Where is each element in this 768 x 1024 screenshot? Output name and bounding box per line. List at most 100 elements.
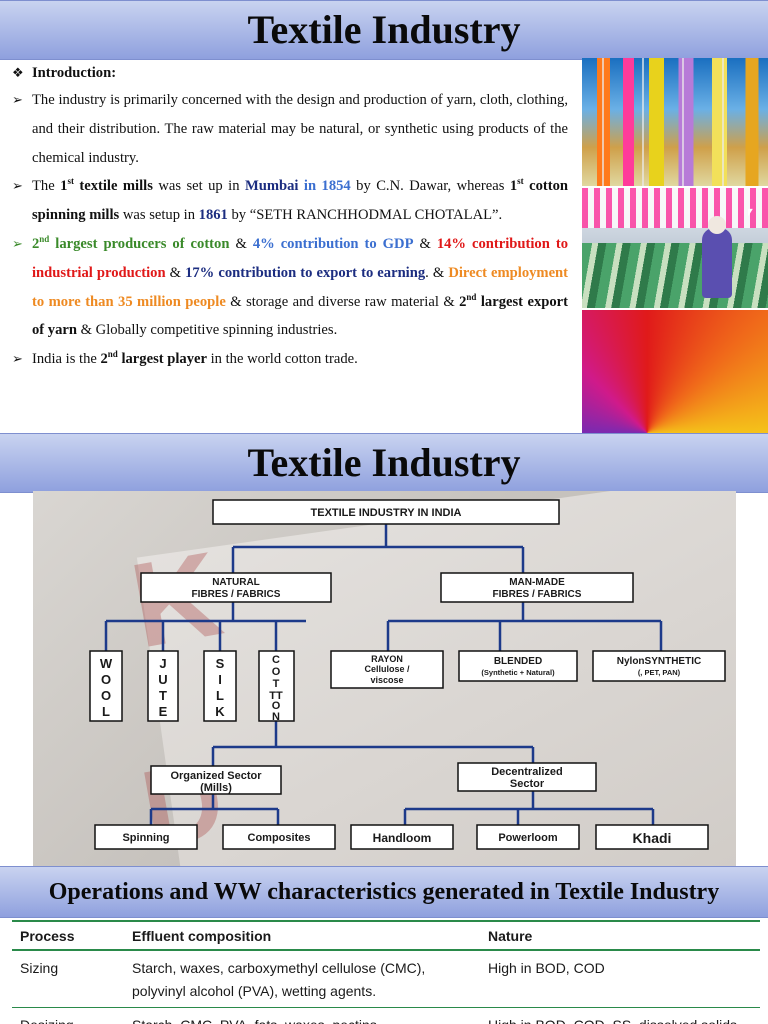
spinning-box <box>94 824 198 850</box>
export-contribution-text: 17% contribution to export to earning <box>185 264 426 281</box>
slide-title: Textile Industry <box>247 7 521 52</box>
industrial-contribution-text: 14% contribution to industrial productio… <box>32 235 568 281</box>
text-run: cotton spinning mills <box>32 178 569 224</box>
text-run: 2 <box>459 293 467 310</box>
manmade-label-line2: FIBRES / FABRICS <box>493 589 582 600</box>
intro-heading-row: ❖ Introduction: <box>12 60 568 86</box>
slide-title: Operations and WW characteristics genera… <box>48 879 720 905</box>
superscript: st <box>517 176 524 187</box>
khadi-box <box>595 824 709 850</box>
jute-letter: U <box>158 672 167 687</box>
text-run: & <box>413 235 437 252</box>
powerloom-label: Powerloom <box>498 832 558 844</box>
wool-letter: O <box>101 672 111 687</box>
natural-box <box>140 572 332 603</box>
slide-title: Textile Industry <box>247 440 521 485</box>
natural-label-line2: FIBRES / FABRICS <box>192 589 281 600</box>
organized-sublabel: (Mills) <box>200 782 232 794</box>
natural-label-line1: NATURAL <box>212 577 260 588</box>
slide-title-bar: Textile Industry <box>0 0 768 60</box>
composites-label: Composites <box>248 832 311 844</box>
text-run: & storage and diverse raw material & <box>225 293 460 310</box>
jute-box <box>147 650 179 722</box>
rayon-label: Cellulose / <box>364 664 410 674</box>
nylon-box <box>592 650 726 682</box>
wool-letter: L <box>102 704 110 719</box>
table-row: Sizing Starch, waxes, carboxymethyl cell… <box>12 950 760 1008</box>
silk-letter: I <box>218 672 222 687</box>
text-run: & <box>229 235 253 252</box>
arrow-bullet-icon: ➢ <box>12 235 23 251</box>
spinning-mill-photo: ⎖ <box>582 188 768 308</box>
superscript: st <box>67 176 74 187</box>
bullet-paragraph: ➢ The industry is primarily concerned wi… <box>12 86 568 172</box>
year-1854: in 1854 <box>298 178 351 195</box>
slide-operations-table: Operations and WW characteristics genera… <box>0 866 768 1024</box>
blended-box <box>458 650 578 682</box>
column-header: Effluent composition <box>124 920 480 951</box>
nylon-sublabel: (, PET, PAN) <box>638 668 681 677</box>
table-cell: High in BOD, COD <box>480 950 760 1008</box>
jute-letter: E <box>159 704 168 719</box>
text-run: . & <box>425 264 449 281</box>
arrow-bullet-icon: ➢ <box>12 178 23 194</box>
table-row: Desizing Starch, CMC, PVA, fats, waxes, … <box>12 1007 760 1024</box>
text-run: by “SETH RANCHHODMAL CHOTALAL”. <box>227 207 503 224</box>
bullet-paragraph: ➢ India is the 2nd largest player in the… <box>12 345 568 374</box>
khadi-label: Khadi <box>633 830 672 846</box>
decentral-sublabel: Sector <box>510 778 545 790</box>
city-name: Mumbai <box>244 178 299 195</box>
text-run: 1 <box>60 178 68 195</box>
rayon-label: viscose <box>370 675 403 685</box>
wool-letter: W <box>100 656 113 671</box>
para-design-production: The industry is primarily concerned with… <box>32 92 568 166</box>
arrow-bullet-icon: ➢ <box>12 92 23 107</box>
text-run: largest player <box>117 351 207 368</box>
silk-letter: K <box>215 704 225 719</box>
wool-letter: O <box>101 688 111 703</box>
superscript: nd <box>466 291 477 302</box>
text-run: 2 <box>32 235 40 252</box>
bookmark-add-icon[interactable]: ⎖ <box>743 202 756 220</box>
slide-title-bar: Textile Industry <box>0 433 768 493</box>
silk-box <box>203 650 237 722</box>
cotton-letter: O <box>272 666 281 678</box>
bullet-paragraph: ➢ The 1st textile mills was set up in Mu… <box>12 172 568 230</box>
handloom-label: Handloom <box>373 831 432 845</box>
root-box <box>212 499 560 525</box>
wool-box <box>89 650 123 722</box>
year-1861: 1861 <box>198 207 228 224</box>
text-run: by C.N. Dawar, whereas <box>350 178 510 195</box>
employment-text: Direct employment to more than 35 millio… <box>32 264 569 310</box>
text-run: textile mills <box>73 178 153 195</box>
table-header-row: Process Effluent composition Nature <box>12 920 760 951</box>
superscript: nd <box>39 234 50 245</box>
bullet-paragraph: ➢ 2nd largest producers of cotton & 4% c… <box>12 230 568 345</box>
intro-text-block: ❖ Introduction: ➢ The industry is primar… <box>12 60 568 374</box>
decentralized-sector-box <box>457 762 597 792</box>
text-run: & <box>165 264 186 281</box>
text-run: in the world cotton trade. <box>206 351 358 368</box>
blended-label: BLENDED <box>494 656 542 667</box>
blended-sublabel: (Synthetic + Natural) <box>481 668 555 677</box>
jute-letter: T <box>159 688 167 703</box>
slide-title-bar: Operations and WW characteristics genera… <box>0 866 768 918</box>
text-run: was setup in <box>119 207 199 224</box>
diagram-boxes <box>89 499 726 850</box>
text-run: & Globally competitive spinning industri… <box>77 322 338 339</box>
slide-industry-structure: Textile Industry K D <box>0 433 768 866</box>
manmade-label-line1: MAN-MADE <box>509 577 565 588</box>
text-run: 1 <box>509 178 518 195</box>
slide-introduction: Textile Industry ❖ Introduction: ➢ The i… <box>0 0 768 433</box>
spinning-label: Spinning <box>122 832 169 844</box>
table-cell: Starch, CMC, PVA, fats, waxes, pectins <box>124 1007 480 1024</box>
cotton-letter: O <box>272 700 281 712</box>
rayon-box <box>330 650 444 689</box>
column-header: Process <box>12 920 124 951</box>
table-cell: Desizing <box>12 1007 124 1024</box>
cotton-box <box>258 650 295 722</box>
handloom-box <box>350 824 454 850</box>
table-cell: Starch, waxes, carboxymethyl cellulose (… <box>124 950 480 1008</box>
organized-sector-box <box>150 765 282 795</box>
diagram-background-photo: K D <box>33 491 736 866</box>
